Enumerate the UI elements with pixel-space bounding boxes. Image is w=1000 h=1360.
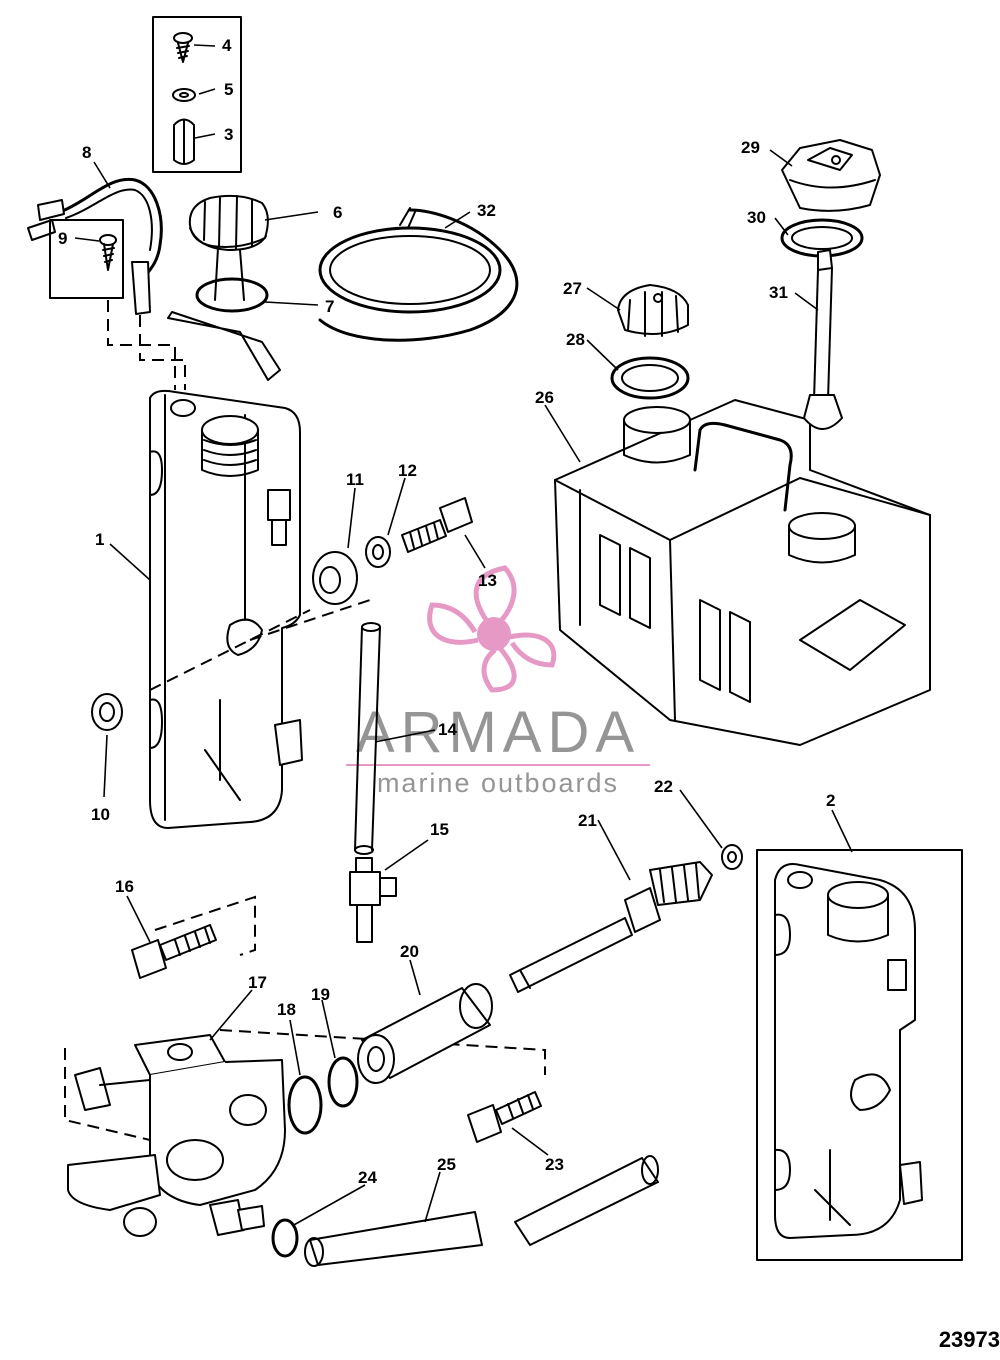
coiled-hose-32: [318, 207, 519, 342]
part-label-15: 15: [430, 820, 449, 839]
hardware-kit-box: [152, 16, 242, 173]
leader-lines: [74, 44, 853, 1227]
hose-25-left: [304, 1211, 483, 1267]
part-label-18: 18: [277, 1000, 296, 1019]
part-label-11: 11: [346, 470, 364, 489]
bolt-23: [467, 1091, 542, 1143]
part-label-5: 5: [224, 80, 233, 99]
part-label-6: 6: [333, 203, 342, 222]
tank-dash-2: [249, 599, 371, 641]
propeller-hub: [477, 617, 511, 651]
part-label-12: 12: [398, 461, 417, 480]
sleeve-3: [173, 118, 195, 165]
part-label-1: 1: [95, 530, 104, 549]
part-label-24: 24: [358, 1168, 377, 1187]
part-label-23: 23: [545, 1155, 564, 1174]
part-label-32: 32: [477, 201, 496, 220]
part-label-20: 20: [400, 942, 419, 961]
part-label-25: 25: [437, 1155, 456, 1174]
hose-25-right: [514, 1155, 659, 1246]
part-label-27: 27: [563, 279, 582, 298]
part-label-22: 22: [654, 777, 673, 796]
part-label-4: 4: [222, 36, 232, 55]
part-label-17: 17: [248, 973, 267, 992]
armada-logo-watermark: ARMADA marine outboards: [346, 565, 650, 798]
remote-tank-26: [554, 399, 931, 746]
tube-14: [354, 622, 381, 855]
fitting-15: [349, 857, 397, 943]
gauge-cap-29: [781, 139, 881, 212]
pump-dash: [64, 1029, 546, 1141]
part-label-21: 21: [578, 811, 597, 830]
part-label-2: 2: [826, 791, 835, 810]
tank-dash-1: [149, 609, 311, 691]
brand-tagline: marine outboards: [377, 768, 619, 798]
screw-4: [173, 32, 193, 63]
screw-box-9: [49, 219, 124, 299]
washer-12: [365, 536, 391, 568]
brand-name: ARMADA: [356, 700, 640, 765]
inset-tank-2-box: [756, 849, 963, 1261]
part-label-14: 14: [438, 720, 457, 739]
oil-tank-1: [149, 389, 303, 829]
o-ring-18: [287, 1075, 323, 1135]
part-label-7: 7: [325, 297, 334, 316]
part-label-9: 9: [58, 229, 67, 248]
part-label-16: 16: [115, 877, 134, 896]
part-label-13: 13: [478, 571, 497, 590]
part-label-8: 8: [82, 143, 91, 162]
bolt-16: [131, 924, 217, 979]
part-label-26: 26: [535, 388, 554, 407]
leader-9-dash: [107, 300, 176, 390]
grommet-11: [312, 551, 358, 605]
o-ring-19: [327, 1056, 359, 1108]
oil-pump-17: [67, 1034, 286, 1237]
hose-clamp-24: [271, 1218, 299, 1258]
part-label-30: 30: [747, 208, 766, 227]
part-label-31: 31: [769, 283, 788, 302]
cap-27: [617, 284, 689, 337]
part-label-3: 3: [224, 125, 233, 144]
propeller-icon: [427, 565, 557, 693]
bolt-13: [401, 497, 473, 553]
part-label-29: 29: [741, 138, 760, 157]
gasket-28: [610, 356, 690, 400]
sleeve-20: [357, 983, 493, 1084]
filler-cap-6: [188, 194, 269, 251]
leader-8-dash: [139, 315, 186, 390]
part-label-28: 28: [566, 330, 585, 349]
grommet-10: [91, 693, 123, 731]
retainer-7: [167, 247, 281, 381]
part-label-10: 10: [91, 805, 110, 824]
drawing-number: 23973: [939, 1327, 1000, 1352]
part-label-19: 19: [311, 985, 330, 1004]
part-labels: 1 2 3 4 5 6 7 8 9 10 11 12 13 14 15 16 1…: [58, 36, 835, 1187]
wire-harness-8: [27, 177, 163, 315]
drive-shaft-21: [509, 861, 713, 993]
washer-22: [721, 844, 743, 870]
pickup-tube-31: [803, 249, 843, 430]
washer-5: [172, 88, 196, 102]
